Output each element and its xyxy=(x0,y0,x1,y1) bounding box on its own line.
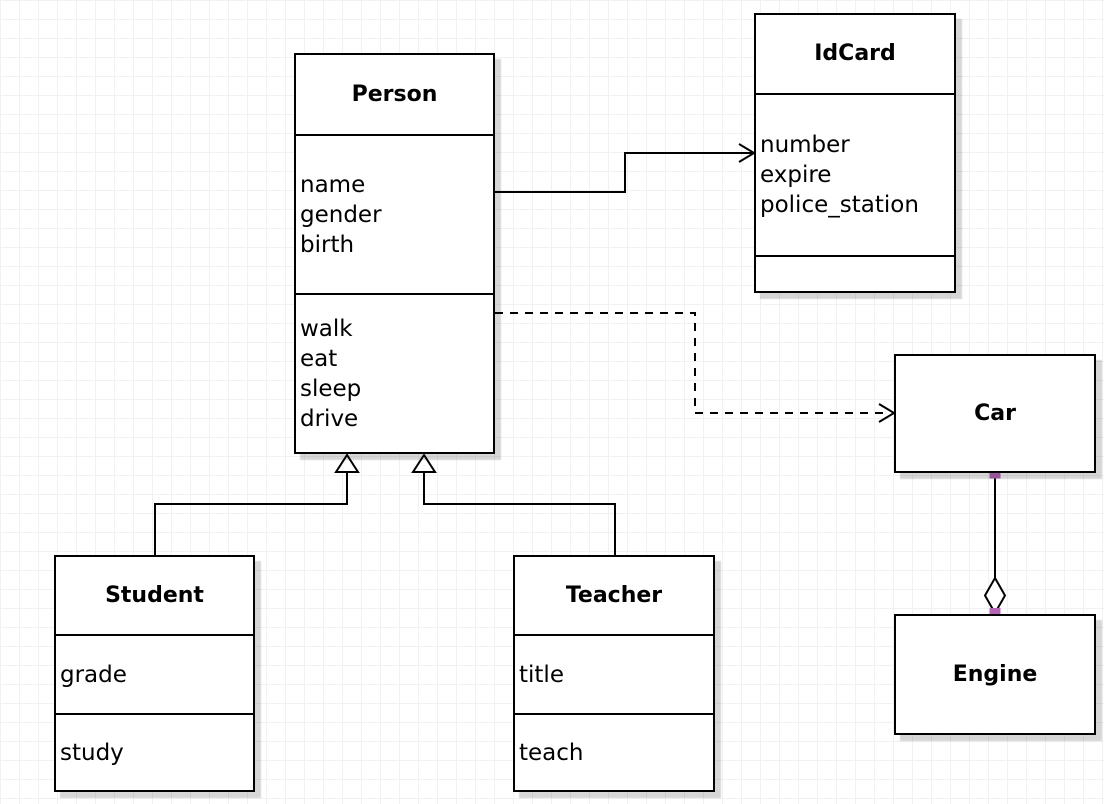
class-idcard[interactable]: IdCard number expire police_station xyxy=(754,13,956,293)
method: drive xyxy=(300,405,359,432)
class-engine-title: Engine xyxy=(896,616,1094,733)
dependency-person-car[interactable] xyxy=(495,312,896,423)
method: walk xyxy=(300,315,353,342)
attribute: gender xyxy=(300,201,382,228)
class-name: Car xyxy=(974,400,1016,426)
class-student-title: Student xyxy=(56,557,253,634)
method: study xyxy=(60,739,124,766)
class-idcard-attributes: number expire police_station xyxy=(756,93,954,255)
class-engine[interactable]: Engine xyxy=(894,614,1096,735)
attribute: name xyxy=(300,171,366,198)
dependency-line[interactable] xyxy=(495,312,888,414)
attribute: expire xyxy=(760,162,832,188)
attribute: title xyxy=(519,661,564,688)
generalization-line[interactable] xyxy=(423,472,616,555)
attribute: number xyxy=(760,132,850,158)
class-teacher[interactable]: Teacher title teach xyxy=(513,555,715,792)
method: eat xyxy=(300,345,338,372)
class-student-methods: study xyxy=(56,713,253,790)
association-person-idcard[interactable] xyxy=(495,143,756,193)
method: sleep xyxy=(300,375,362,402)
class-idcard-title: IdCard xyxy=(756,15,954,93)
aggregation-car-engine[interactable] xyxy=(983,467,1007,620)
class-name: Engine xyxy=(952,661,1038,687)
class-car-title: Car xyxy=(896,356,1094,471)
class-teacher-title: Teacher xyxy=(515,557,713,634)
association-line[interactable] xyxy=(495,152,752,193)
class-person-methods: walk eat sleep drive xyxy=(296,293,493,452)
class-student-attributes: grade xyxy=(56,634,253,713)
attribute: grade xyxy=(60,661,127,688)
class-name: Person xyxy=(351,81,438,107)
class-student[interactable]: Student grade study xyxy=(54,555,255,792)
attribute: birth xyxy=(300,231,355,258)
class-person-title: Person xyxy=(296,55,493,134)
class-name: IdCard xyxy=(814,41,896,66)
class-name: Student xyxy=(105,582,204,608)
generalization-line[interactable] xyxy=(154,472,348,555)
class-idcard-methods xyxy=(756,255,954,291)
method: teach xyxy=(519,739,584,766)
connection-point-marker-car[interactable] xyxy=(989,467,1001,479)
class-car[interactable]: Car xyxy=(894,354,1096,473)
hollow-diamond-icon xyxy=(983,575,1007,616)
connection-point-marker-engine[interactable] xyxy=(989,608,1001,619)
generalization-student-person[interactable] xyxy=(154,453,360,555)
class-person[interactable]: Person name gender birth walk eat sleep … xyxy=(294,53,495,454)
class-teacher-methods: teach xyxy=(515,713,713,790)
class-name: Teacher xyxy=(565,582,663,608)
generalization-teacher-person[interactable] xyxy=(411,453,616,555)
hollow-triangle-icon xyxy=(334,453,360,473)
hollow-triangle-icon xyxy=(411,453,437,473)
attribute: police_station xyxy=(760,192,919,218)
class-teacher-attributes: title xyxy=(515,634,713,713)
class-person-attributes: name gender birth xyxy=(296,134,493,293)
